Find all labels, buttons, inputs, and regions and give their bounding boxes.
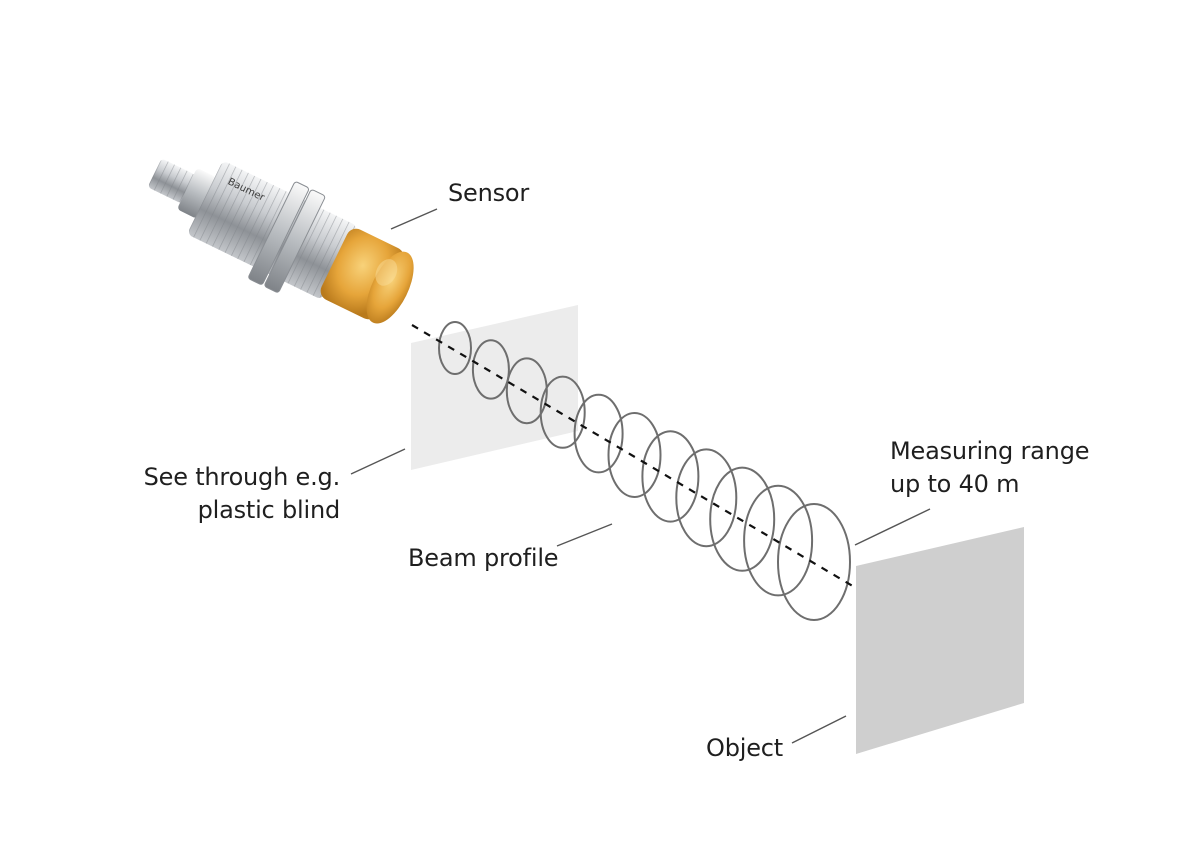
sensor-leader-line — [390, 208, 438, 230]
beam-profile-circle — [607, 412, 662, 498]
see-through-label-line1: See through e.g. — [143, 463, 341, 491]
object-panel — [856, 527, 1024, 754]
beam-profile-circle — [539, 375, 586, 449]
beam-profile-circle — [777, 503, 851, 621]
measuring-range-label-line1: Measuring range — [890, 437, 1090, 465]
beam-profile-circle — [573, 393, 624, 474]
beam-profile-circle — [438, 321, 472, 375]
measuring-range-label-line2: up to 40 m — [890, 470, 1020, 498]
beam-profile-label: Beam profile — [408, 544, 559, 572]
plastic-blind-panel — [411, 305, 578, 470]
beam-profile-circles — [438, 321, 851, 621]
see-through-label-line2: plastic blind — [197, 496, 341, 524]
beam-profile-leader-line — [556, 523, 613, 547]
sensor-label: Sensor — [448, 179, 530, 207]
object-leader-line — [791, 715, 847, 744]
see-through-leader-line — [350, 448, 406, 475]
beam-profile-circle — [505, 357, 548, 425]
sensor-image: Baumer — [148, 159, 414, 324]
beam-profile-circle — [675, 448, 738, 548]
beam-profile-circle — [709, 466, 776, 572]
beam-axis-line — [411, 324, 857, 589]
beam-profile-circle — [743, 484, 814, 597]
beam-profile-circle — [641, 430, 700, 523]
beam-profile-circle — [471, 339, 510, 400]
object-label: Object — [706, 734, 783, 762]
measuring-range-leader-line — [854, 508, 931, 546]
